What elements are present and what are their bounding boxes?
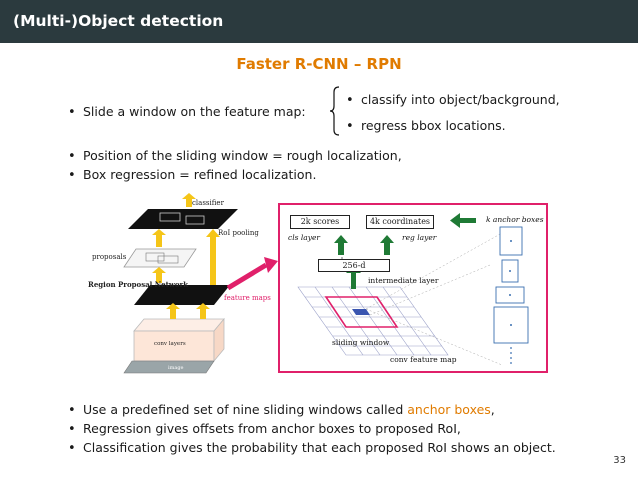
green-arrows bbox=[334, 213, 476, 289]
anchor-boxes bbox=[493, 226, 529, 344]
proposals-label: proposals bbox=[92, 253, 127, 261]
bullet-item: • Box regression = refined localization. bbox=[68, 167, 316, 184]
bullet-text: Slide a window on the feature map: bbox=[83, 104, 306, 119]
yellow-arrows bbox=[152, 193, 220, 319]
bullet-dot: • bbox=[68, 441, 76, 456]
bullet-text: Position of the sliding window = rough l… bbox=[83, 148, 402, 163]
bullet-dot: • bbox=[68, 422, 76, 437]
bullet-text: regress bbox locations. bbox=[361, 118, 506, 133]
classifier-plane bbox=[128, 209, 238, 229]
bullet-dot: • bbox=[68, 149, 76, 164]
bullet-text: Use a predefined set of nine sliding win… bbox=[83, 402, 408, 417]
rpn-label: Region Proposal Network bbox=[88, 280, 189, 289]
cls-layer-label: cls layer bbox=[288, 233, 320, 242]
scores-box: 2k scores bbox=[290, 215, 350, 229]
bullet-dot: • bbox=[68, 403, 76, 418]
rpn-figure: 2k scores 4k coordinates k anchor boxes … bbox=[278, 203, 548, 373]
intermediate-layer-label: intermediate layer bbox=[368, 276, 439, 285]
anchor-boxes-term: anchor boxes bbox=[407, 402, 491, 417]
bullet-item: • Regression gives offsets from anchor bo… bbox=[68, 421, 461, 438]
intermediate-box: 256-d bbox=[318, 259, 390, 272]
feature-map-grid bbox=[297, 286, 449, 356]
reg-layer-label: reg layer bbox=[402, 233, 437, 242]
classifier-label: classifier bbox=[192, 199, 224, 207]
image-label: image bbox=[168, 365, 184, 371]
bullet-item: • Slide a window on the feature map: bbox=[68, 104, 306, 121]
red-arrow bbox=[226, 262, 268, 291]
bullet-dot: • bbox=[346, 93, 354, 108]
sliding-window-label: sliding window bbox=[332, 338, 390, 347]
proposals-plane bbox=[123, 248, 197, 268]
image-plane bbox=[123, 360, 215, 374]
bullet-item: • Position of the sliding window = rough … bbox=[68, 148, 402, 165]
slide-header: (Multi-)Object detection bbox=[0, 0, 638, 43]
bullet-text: classify into object/background, bbox=[361, 92, 560, 107]
rpn-diagram bbox=[297, 213, 529, 366]
bullet-item: • Classification gives the probability th… bbox=[68, 440, 556, 457]
faster-rcnn-figure: classifier RoI pooling proposals Region … bbox=[88, 193, 288, 378]
feature-map-plane bbox=[134, 285, 230, 305]
faster-rcnn-diagram bbox=[123, 193, 278, 374]
coordinates-box: 4k coordinates bbox=[366, 215, 434, 229]
slide-title: (Multi-)Object detection bbox=[13, 12, 224, 30]
sliding-window-outline bbox=[324, 296, 399, 328]
conv-layers-label: conv layers bbox=[154, 341, 186, 347]
page-number: 33 bbox=[613, 455, 626, 466]
sub-bullet-item: • classify into object/background, bbox=[346, 92, 560, 109]
roi-pooling-label: RoI pooling bbox=[218, 229, 259, 237]
sub-bullet-item: • regress bbox locations. bbox=[346, 118, 506, 135]
bullet-text: Classification gives the probability tha… bbox=[83, 440, 556, 455]
bullet-text: Regression gives offsets from anchor box… bbox=[83, 421, 461, 436]
bullet-dot: • bbox=[68, 105, 76, 120]
conv-feature-map-label: conv feature map bbox=[390, 355, 457, 364]
bullet-dot: • bbox=[68, 168, 76, 183]
sliding-window-center bbox=[352, 309, 370, 315]
anchor-boxes-label: k anchor boxes bbox=[486, 215, 544, 224]
slide-subtitle: Faster R-CNN – RPN bbox=[236, 55, 402, 73]
bullet-item: • Use a predefined set of nine sliding wi… bbox=[68, 402, 495, 418]
feature-maps-label: feature maps bbox=[224, 294, 271, 302]
bullet-text: Box regression = refined localization. bbox=[83, 167, 317, 182]
bullet-dot: • bbox=[346, 119, 354, 134]
curly-brace bbox=[330, 86, 340, 136]
